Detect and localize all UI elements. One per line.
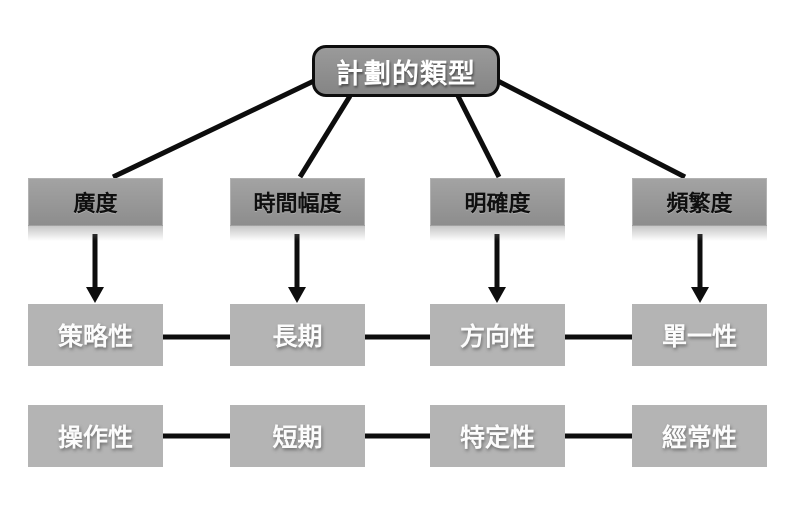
item-node-directional: 方向性 [430,304,565,366]
edge-title-to-category-2 [455,94,502,179]
edge-title-to-category-1 [297,94,353,179]
diagram-title-node: 計劃的類型 [312,45,500,97]
category-node-time-frame: 時間幅度 [230,178,365,241]
edge-title-to-category-0 [111,76,320,180]
category-node-breadth: 廣度 [28,178,163,241]
item-node-operational: 操作性 [28,405,163,467]
edge-title-to-category-3 [492,76,687,180]
arrow-category-0 [86,234,104,303]
arrow-category-2 [488,234,506,303]
category-node-frequency: 頻繁度 [632,178,767,241]
item-node-long-term: 長期 [230,304,365,366]
item-node-single-use: 單一性 [632,304,767,366]
item-node-short-term: 短期 [230,405,365,467]
item-node-specific: 特定性 [430,405,565,467]
arrow-category-3 [691,234,709,303]
item-node-standing: 經常性 [632,405,767,467]
item-node-strategic: 策略性 [28,304,163,366]
arrow-category-1 [288,234,306,303]
category-node-specificity: 明確度 [430,178,565,241]
